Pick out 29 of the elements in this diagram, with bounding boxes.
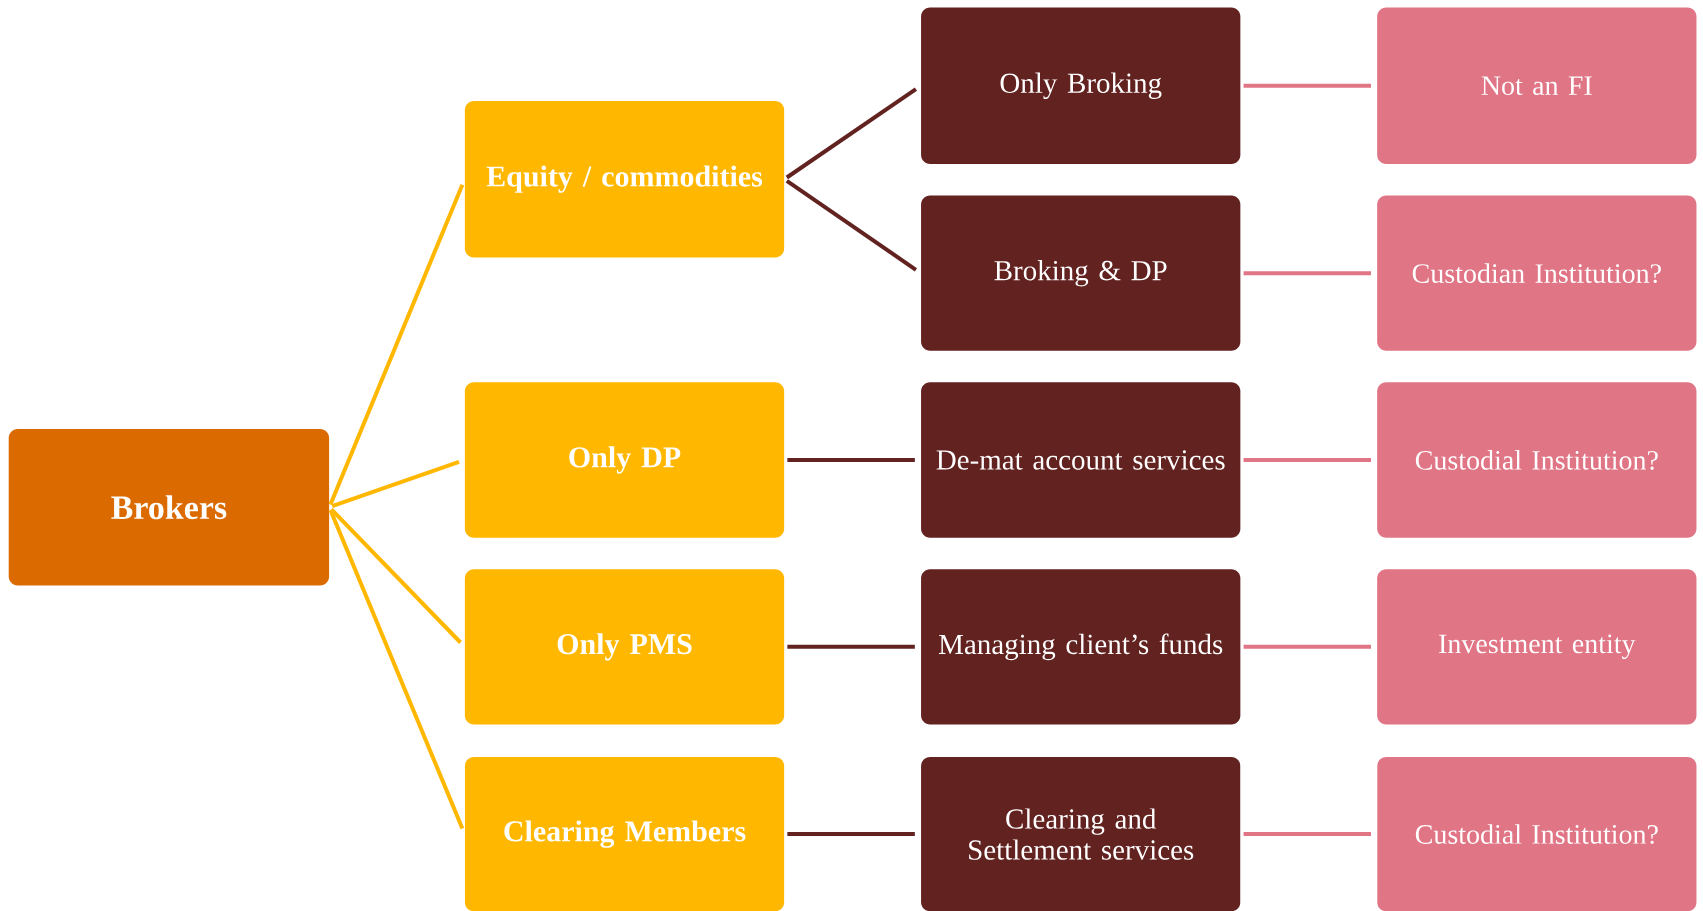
activity-box: Clearing and Settlement services (921, 757, 1241, 911)
category-box: Only PMS (464, 569, 785, 725)
connector-line (787, 644, 915, 649)
connector-line (328, 183, 465, 506)
category-box: Equity / commodities (464, 101, 785, 258)
connector-line (785, 179, 918, 272)
connector-line (785, 87, 918, 180)
connector-line (331, 460, 460, 509)
connector-line (328, 509, 465, 830)
classification-box: Custodial Institution? (1377, 382, 1697, 538)
connector-line (787, 458, 915, 462)
connector-line (1243, 832, 1371, 837)
root-box: Brokers (8, 429, 330, 586)
connector-line (329, 507, 462, 644)
classification-box: Custodial Institution? (1377, 757, 1697, 911)
connector-line (1243, 458, 1371, 462)
category-box: Clearing Members (464, 757, 785, 911)
activity-box: Managing client’s funds (921, 569, 1241, 725)
connector-line (787, 832, 915, 837)
classification-box: Investment entity (1377, 569, 1697, 725)
activity-box: Only Broking (921, 7, 1241, 164)
activity-box: Broking & DP (921, 195, 1241, 351)
activity-box: De-mat account services (921, 382, 1241, 538)
category-box: Only DP (464, 382, 785, 538)
connector-line (1243, 644, 1371, 649)
classification-box: Not an FI (1377, 7, 1697, 164)
classification-box: Custodian Institution? (1377, 195, 1697, 351)
connector-line (1243, 83, 1371, 88)
connector-line (1243, 271, 1371, 276)
